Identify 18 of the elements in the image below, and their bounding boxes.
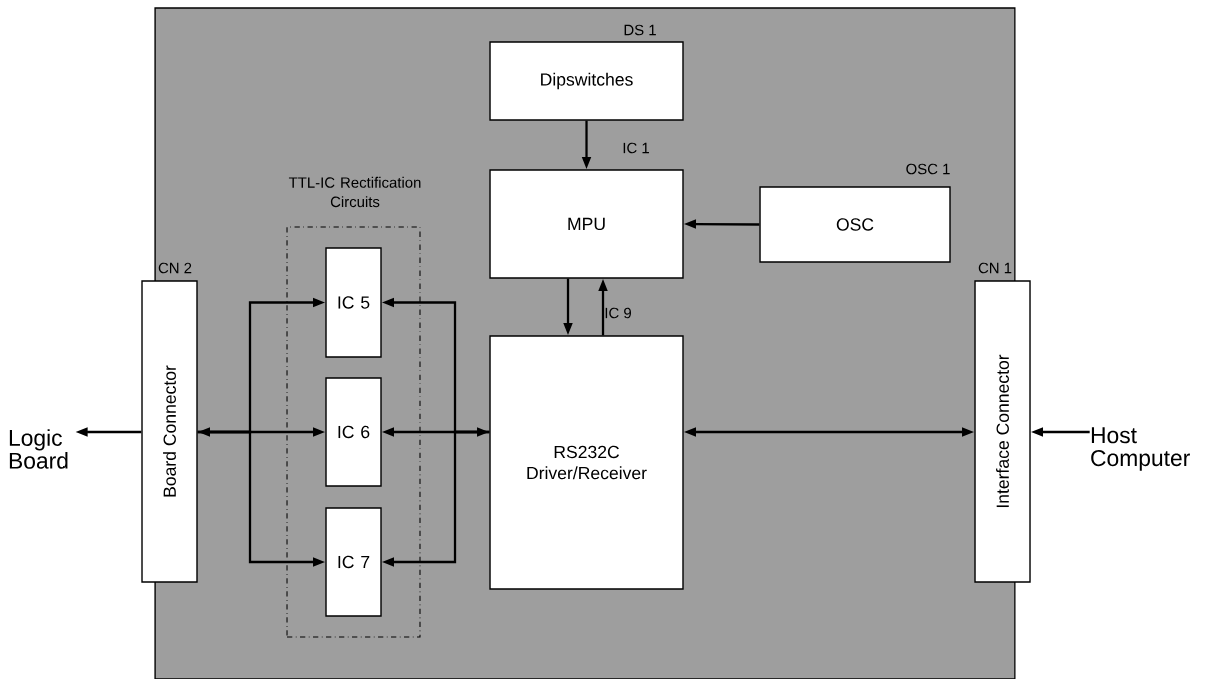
block-box: OSC bbox=[759, 186, 951, 263]
connector-box: Board Connector bbox=[141, 280, 198, 583]
group-heading: TTL-IC Rectification Circuits bbox=[288, 176, 421, 208]
part-label: CN 2 bbox=[158, 262, 192, 274]
part-label: DS 1 bbox=[624, 24, 656, 36]
side-label: Logic Board bbox=[9, 429, 68, 469]
part-label: OSC 1 bbox=[906, 163, 950, 175]
block-box: RS232C Driver/Receiver bbox=[489, 335, 684, 590]
chip-box: IC 5 bbox=[325, 247, 382, 358]
part-label: IC 1 bbox=[623, 142, 649, 154]
side-label: Host Computer bbox=[1091, 427, 1190, 471]
block-box: Dipswitches bbox=[489, 41, 684, 121]
connector-box: Interface Connector bbox=[974, 280, 1031, 583]
block-box: MPU bbox=[489, 169, 684, 279]
chip-box: IC 6 bbox=[325, 377, 382, 487]
part-label: IC 9 bbox=[605, 307, 631, 319]
part-label: CN 1 bbox=[978, 262, 1012, 274]
chip-box: IC 7 bbox=[325, 507, 382, 617]
